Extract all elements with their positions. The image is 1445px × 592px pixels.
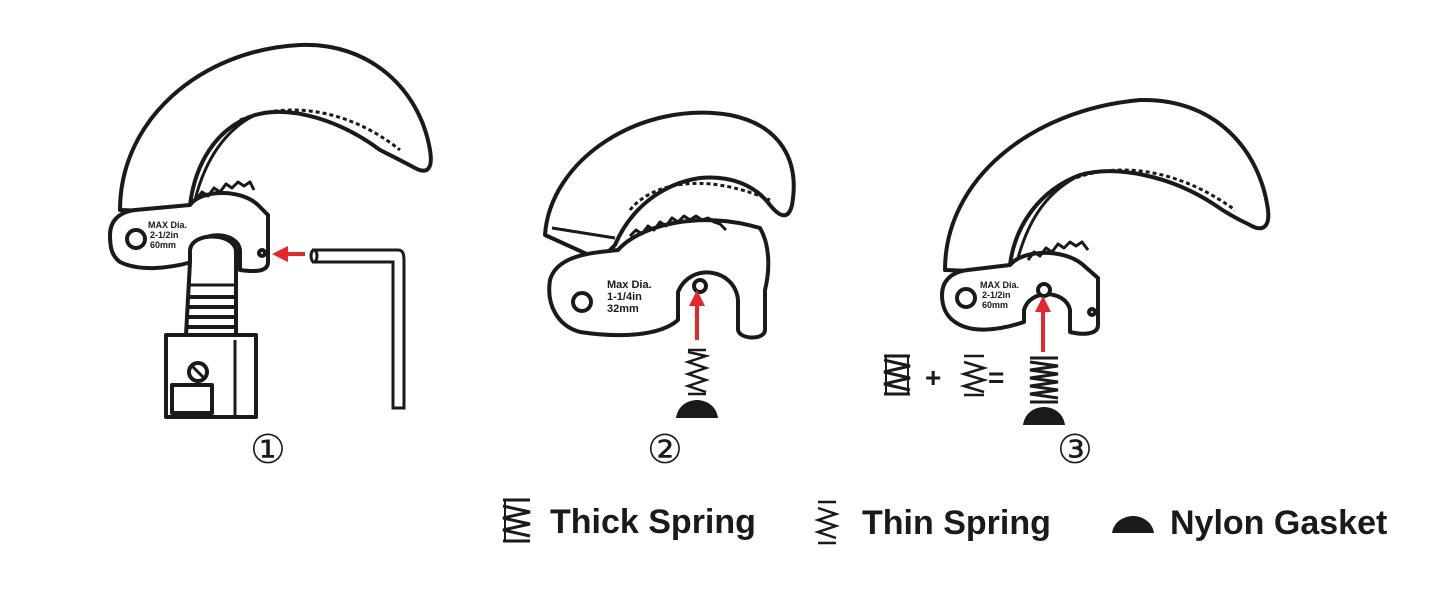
jaw-label-line: Max Dia. <box>607 279 652 291</box>
plus-sign: + <box>925 362 941 393</box>
step-2-illustration: Max Dia. 1-1/4in 32mm <box>543 110 796 418</box>
svg-text:MAX Dia. 2-1/2in 6: MAX Dia. 2-1/2in 60mm <box>148 220 190 250</box>
jaw-label-line: 2-1/2in <box>982 290 1011 300</box>
legend-thin-spring-icon <box>814 500 840 545</box>
jaw-label-line: MAX Dia. <box>148 220 187 230</box>
legend-label-thick-spring: Thick Spring <box>550 503 756 541</box>
step-3-illustration: MAX Dia. 2-1/2in 60mm + = <box>883 97 1271 425</box>
nylon-gasket-icon <box>1023 407 1065 425</box>
clamp-block-1 <box>164 333 258 419</box>
hook-jaw-1 <box>118 42 433 214</box>
jaw-body-3 <box>940 240 1100 336</box>
shank-1 <box>183 234 238 337</box>
legend-thick-spring-icon <box>502 498 531 543</box>
legend-label-thin-spring: Thin Spring <box>862 504 1051 542</box>
nylon-gasket-icon <box>676 400 718 418</box>
hex-key-icon <box>309 248 406 410</box>
jaw-label-line: 2-1/2in <box>150 230 179 240</box>
combined-spring-icon <box>1029 356 1059 404</box>
thick-spring-icon <box>883 354 911 396</box>
jaw-label-line: MAX Dia. <box>980 280 1019 290</box>
jaw-label-line: 1-1/4in <box>607 291 642 303</box>
jaw-body-2 <box>547 214 771 340</box>
hook-jaw-3 <box>943 97 1271 274</box>
svg-text:Max Dia. 1-1/4in 3: Max Dia. 1-1/4in 32mm <box>607 279 655 315</box>
legend-label-nylon-gasket: Nylon Gasket <box>1170 504 1388 542</box>
jaw-label-line: 60mm <box>982 300 1008 310</box>
jaw-label-line: 60mm <box>150 240 176 250</box>
thin-spring-icon <box>959 354 989 397</box>
equals-sign: = <box>988 362 1004 393</box>
step-1-illustration: MAX Dia. 2-1/2in 60mm <box>108 42 433 419</box>
step-number-1: ① <box>250 427 286 473</box>
hook-jaw-2 <box>543 110 796 262</box>
thin-spring-icon <box>684 348 711 396</box>
step-number-3: ③ <box>1057 427 1093 473</box>
jaw-label-line: 32mm <box>607 303 639 315</box>
svg-text:MAX Dia. 2-1/2in 6: MAX Dia. 2-1/2in 60mm <box>980 280 1022 310</box>
jaw-body-1 <box>108 180 270 273</box>
step-number-2: ② <box>647 427 683 473</box>
legend-nylon-gasket-icon <box>1112 516 1154 533</box>
